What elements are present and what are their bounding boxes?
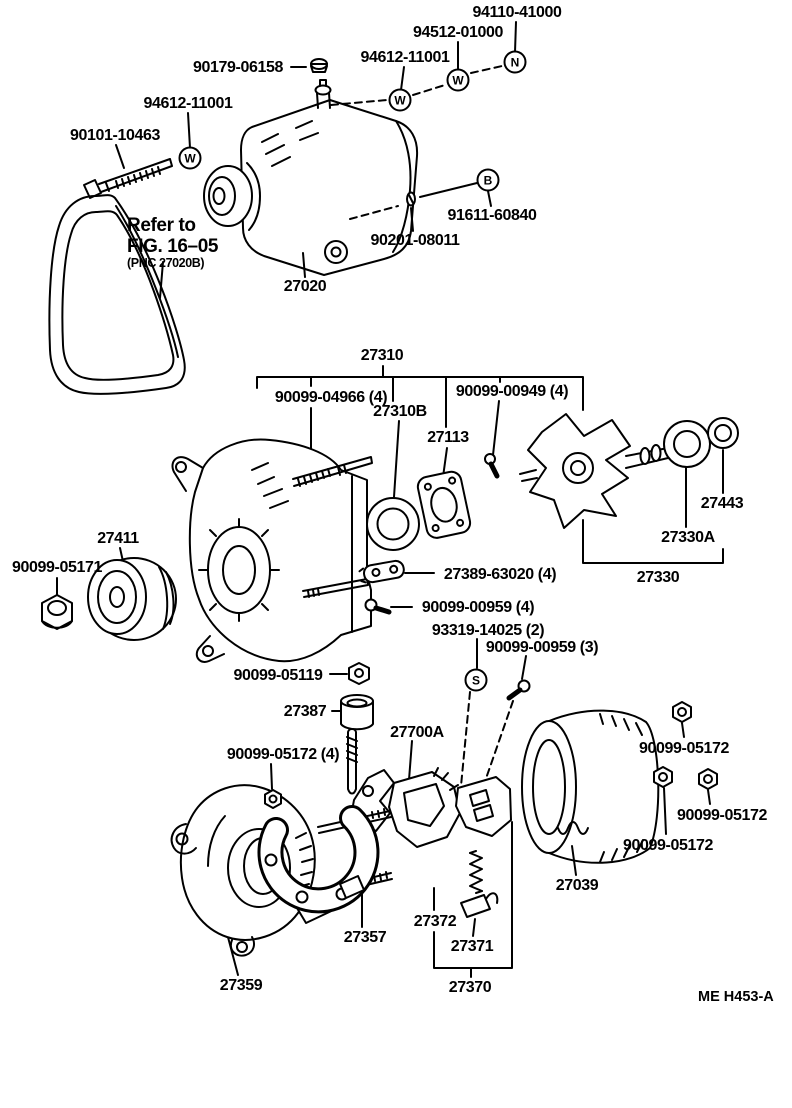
svg-text:S: S xyxy=(472,674,480,688)
svg-text:W: W xyxy=(452,74,464,88)
part-label-94612-11001-b: 94612-11001 xyxy=(143,95,233,112)
part-label-27370: 27370 xyxy=(448,979,492,996)
svg-text:W: W xyxy=(394,94,406,108)
part-label-90099-05172-c: 90099-05172 xyxy=(623,837,713,854)
bearing-retainer-plate-drawing xyxy=(416,470,472,539)
nut-drawing-d xyxy=(264,789,282,809)
svg-text:N: N xyxy=(511,56,520,70)
washer-marker-w1-icon: W xyxy=(388,88,412,112)
part-label-90099-05119: 90099-05119 xyxy=(233,667,323,684)
part-label-27359: 27359 xyxy=(219,977,263,994)
screw-00959-3-drawing xyxy=(506,679,531,701)
reference-note-line1: Refer to xyxy=(127,215,196,236)
regulator-drawing xyxy=(351,767,461,848)
part-label-27310B: 27310B xyxy=(373,403,427,420)
brush-drawing xyxy=(460,892,499,918)
reference-note-line3: (PNC 27020B) xyxy=(127,256,205,270)
part-label-27039: 27039 xyxy=(555,877,599,894)
front-frame-drawing xyxy=(171,438,373,663)
bolt-marker-b-icon: B xyxy=(476,168,500,192)
part-label-27411: 27411 xyxy=(97,530,139,547)
part-label-27387: 27387 xyxy=(283,703,327,720)
svg-text:B: B xyxy=(484,174,493,188)
nut-drawing-c xyxy=(698,768,718,790)
insulator-nut-drawing xyxy=(348,662,370,685)
figure-code: ME H453-A xyxy=(698,989,774,1005)
nut-drawing-b xyxy=(653,766,673,788)
part-label-90099-05171: 90099-05171 xyxy=(12,559,102,576)
part-label-27371: 27371 xyxy=(450,938,494,955)
part-label-90099-05172-a: 90099-05172 xyxy=(639,740,729,757)
mount-bolt-drawing xyxy=(83,158,173,199)
stator-drawing xyxy=(521,709,660,864)
washer-marker-w3-icon: W xyxy=(178,146,202,170)
part-label-94512-01000: 94512-01000 xyxy=(413,24,503,41)
reference-note-line2: FIG. 16–05 xyxy=(127,236,219,257)
rotor-drawing xyxy=(519,413,677,529)
brush-holder-drawing xyxy=(455,776,512,837)
nut-marker-n-icon: N xyxy=(503,50,527,74)
alternator-assembly-drawing xyxy=(203,79,419,276)
part-label-93319-14025: 93319-14025 (2) xyxy=(431,622,545,639)
drive-belt-drawing xyxy=(48,194,186,395)
part-label-90179-06158: 90179-06158 xyxy=(193,59,283,76)
part-label-90099-05172-4: 90099-05172 (4) xyxy=(226,746,340,763)
seal-ring-drawing xyxy=(707,417,739,449)
part-label-27330: 27330 xyxy=(636,569,680,586)
assembly-dashed-lines xyxy=(330,65,514,791)
svg-text:W: W xyxy=(184,152,196,166)
part-label-91611-60840: 91611-60840 xyxy=(447,207,537,224)
pulley-nut-drawing xyxy=(41,594,73,630)
nut-drawing-a xyxy=(672,701,692,723)
rectifier-drawing xyxy=(257,805,380,914)
reference-note: Refer to FIG. 16–05 (PNC 27020B) xyxy=(127,215,218,270)
washer-marker-w2-icon: W xyxy=(446,68,470,92)
part-label-27700A: 27700A xyxy=(390,724,444,741)
part-label-90099-04966: 90099-04966 (4) xyxy=(274,389,388,406)
part-label-90099-05172-b: 90099-05172 xyxy=(677,807,767,824)
part-label-90099-00959-4: 90099-00959 (4) xyxy=(421,599,535,616)
part-label-27310: 27310 xyxy=(360,347,404,364)
rear-bearing-drawing xyxy=(663,420,711,468)
part-label-27020: 27020 xyxy=(283,278,327,295)
grease-cap-drawing xyxy=(310,58,328,73)
part-label-90101-10463: 90101-10463 xyxy=(70,127,160,144)
pulley-drawing xyxy=(87,557,177,641)
leader-lines xyxy=(56,21,724,978)
insulator-tube-drawing xyxy=(340,694,374,731)
part-label-27357: 27357 xyxy=(343,929,387,946)
part-label-27372: 27372 xyxy=(413,913,457,930)
part-label-27113: 27113 xyxy=(427,429,469,446)
part-label-90099-00959-3: 90099-00959 (3) xyxy=(485,639,599,656)
screw-00959-4-drawing xyxy=(364,598,392,615)
screw-marker-s-icon: S xyxy=(464,668,488,692)
part-label-27330A: 27330A xyxy=(661,529,715,546)
retainer-screw-drawing xyxy=(484,453,500,479)
terminal-screw-drawing xyxy=(406,191,416,207)
part-label-94612-11001-a: 94612-11001 xyxy=(360,49,450,66)
terminal-clip-drawing xyxy=(358,559,405,584)
brush-spring-drawing xyxy=(469,850,483,894)
part-label-27443: 27443 xyxy=(700,495,744,512)
part-label-27389-63020: 27389-63020 (4) xyxy=(443,566,557,583)
part-label-94110-41000: 94110-41000 xyxy=(472,4,562,21)
part-label-90099-00949: 90099-00949 (4) xyxy=(455,383,569,400)
front-bearing-drawing xyxy=(366,497,420,551)
part-label-90201-08011: 90201-08011 xyxy=(370,232,460,249)
through-bolt-drawing xyxy=(346,728,358,795)
